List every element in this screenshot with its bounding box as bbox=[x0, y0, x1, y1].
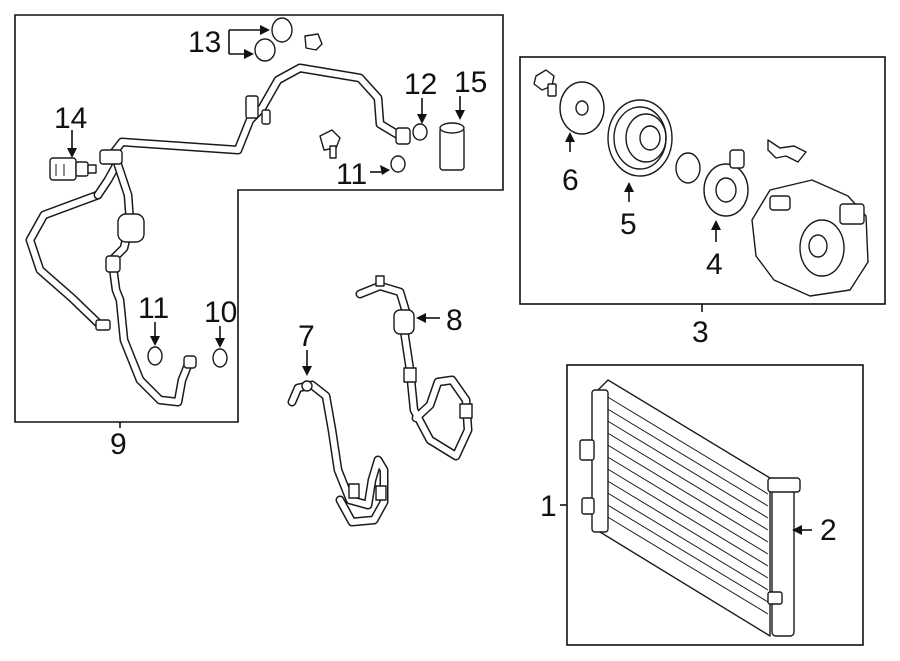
callout-14: 14 bbox=[54, 102, 87, 135]
callout-4: 4 bbox=[706, 248, 723, 281]
pressure-switch bbox=[49, 157, 97, 181]
callout-6: 6 bbox=[562, 164, 579, 197]
service-caps bbox=[254, 17, 323, 62]
hose-7 bbox=[287, 380, 389, 527]
leader-lines bbox=[67, 25, 812, 535]
o-ring-11-upper bbox=[390, 155, 406, 173]
callout-11-upper: 11 bbox=[336, 158, 367, 191]
hose-8 bbox=[355, 275, 473, 461]
callout-11-lower: 11 bbox=[138, 292, 169, 325]
compressor-bracket bbox=[767, 139, 807, 163]
callout-9: 9 bbox=[110, 428, 127, 461]
o-ring-10 bbox=[212, 348, 228, 368]
callout-2: 2 bbox=[820, 514, 837, 547]
group-9-frame bbox=[14, 14, 504, 423]
pressure-plate-6 bbox=[559, 81, 605, 135]
callout-3: 3 bbox=[692, 316, 709, 349]
callout-12: 12 bbox=[404, 68, 437, 101]
receiver-drier bbox=[439, 122, 465, 171]
callout-8: 8 bbox=[446, 304, 463, 337]
o-ring-12 bbox=[412, 123, 428, 141]
compressor-bolt bbox=[533, 69, 557, 97]
compressor bbox=[751, 179, 869, 297]
callout-15: 15 bbox=[454, 66, 487, 99]
field-coil-4 bbox=[703, 149, 749, 217]
callout-5: 5 bbox=[620, 208, 637, 241]
o-ring-11-lower bbox=[147, 346, 163, 366]
callout-13: 13 bbox=[188, 26, 221, 59]
callout-7: 7 bbox=[298, 320, 315, 353]
bolt-upper bbox=[319, 129, 341, 159]
callout-1: 1 bbox=[540, 490, 557, 523]
pulley-5 bbox=[607, 99, 673, 177]
snap-ring bbox=[675, 152, 701, 184]
callout-10: 10 bbox=[204, 296, 237, 329]
condenser-receiver-2 bbox=[767, 477, 801, 637]
condenser bbox=[579, 379, 771, 637]
liquid-line-assembly bbox=[25, 63, 411, 407]
